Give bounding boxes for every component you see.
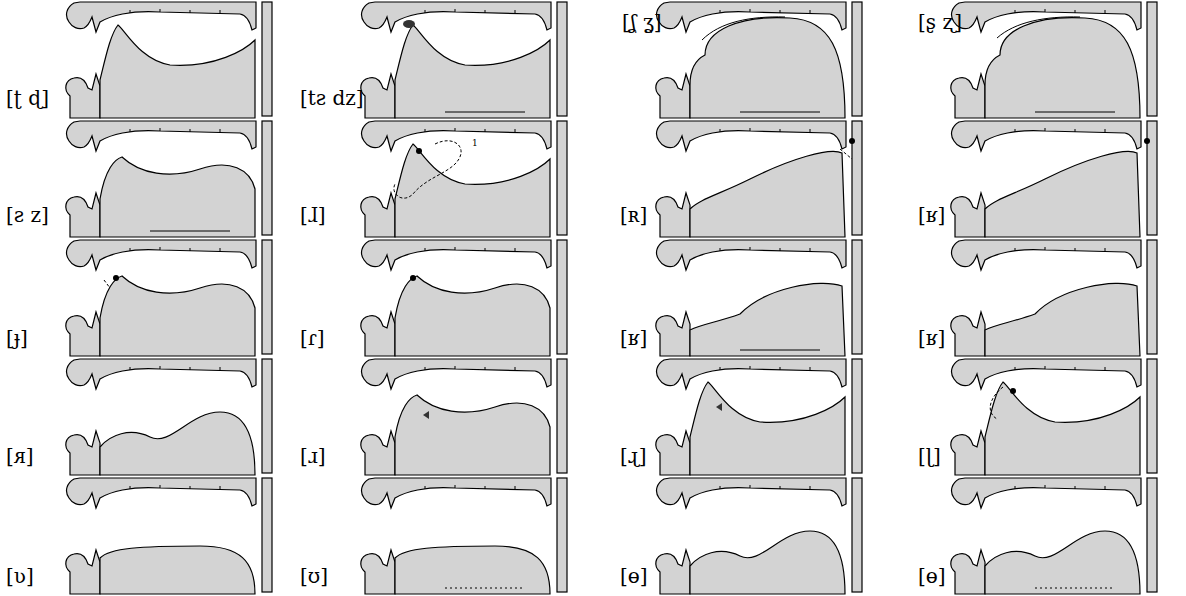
ipa-label: [ɺ] (300, 205, 326, 225)
ipa-label: [ɵ] (918, 566, 946, 586)
callout-number: 1 (472, 139, 478, 148)
ipa-label: [ʁ] (918, 328, 945, 348)
ipa-label: [ɻ] (620, 446, 647, 466)
ipa-label: [ʊ] (300, 566, 328, 586)
ipa-label: [ʁ] (918, 205, 945, 225)
ipa-label: [ᴙ] (6, 446, 33, 466)
ipa-label: [ɟ] (6, 328, 28, 348)
ipa-label: [ʋ] (6, 566, 34, 586)
ipa-label: [ʀ] (620, 205, 647, 225)
ipa-label: [ʈ ɖ] (6, 88, 49, 108)
ipa-label: [ʂ ʐ] (918, 12, 962, 32)
ipa-label: [tƨ dz] (300, 88, 364, 108)
ipa-label: [ʁ] (620, 328, 647, 348)
ipa-label: [ɾ] (300, 328, 325, 348)
ipa-label: [ʆ ʓ] (622, 12, 662, 32)
ipa-label: [ƨ z] (6, 205, 49, 225)
ipa-label: [ɵ] (620, 566, 648, 586)
ipa-label: [ɹ] (300, 446, 326, 466)
ipa-label: [ɭ] (918, 446, 941, 466)
